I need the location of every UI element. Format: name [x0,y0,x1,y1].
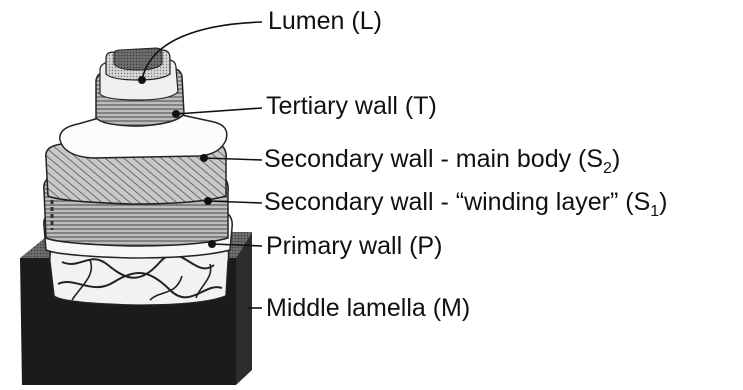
label-lumen: Lumen (L) [268,9,382,34]
label-secondary-wall-main-body: Secondary wall - main body (S2) [264,147,620,172]
label-s1-close: ) [659,188,667,216]
label-s2-close: ) [612,145,620,173]
label-s2-text: Secondary wall - main body (S [264,145,603,173]
label-middle-text: Middle lamella (M) [266,294,470,322]
lumen-dot [138,76,146,84]
label-secondary-wall-winding-layer: Secondary wall - “winding layer” (S1) [264,190,668,215]
lumen-tower [96,48,184,126]
label-primary-text: Primary wall (P) [266,232,442,260]
tertiary-dot [172,110,180,118]
label-lumen-text: Lumen (L) [268,7,382,35]
label-s1-subscript: 1 [650,203,659,220]
label-tertiary-text: Tertiary wall (T) [266,92,437,120]
label-primary-wall: Primary wall (P) [266,234,442,259]
label-tertiary-wall: Tertiary wall (T) [266,94,437,119]
label-s1-text: Secondary wall - “winding layer” (S [264,188,650,216]
s1-dot [204,197,212,205]
label-middle-lamella: Middle lamella (M) [266,296,470,321]
label-s2-subscript: 2 [603,160,612,177]
s2-dot [200,154,208,162]
tertiary-leader [176,108,262,114]
primary-dot [208,240,216,248]
